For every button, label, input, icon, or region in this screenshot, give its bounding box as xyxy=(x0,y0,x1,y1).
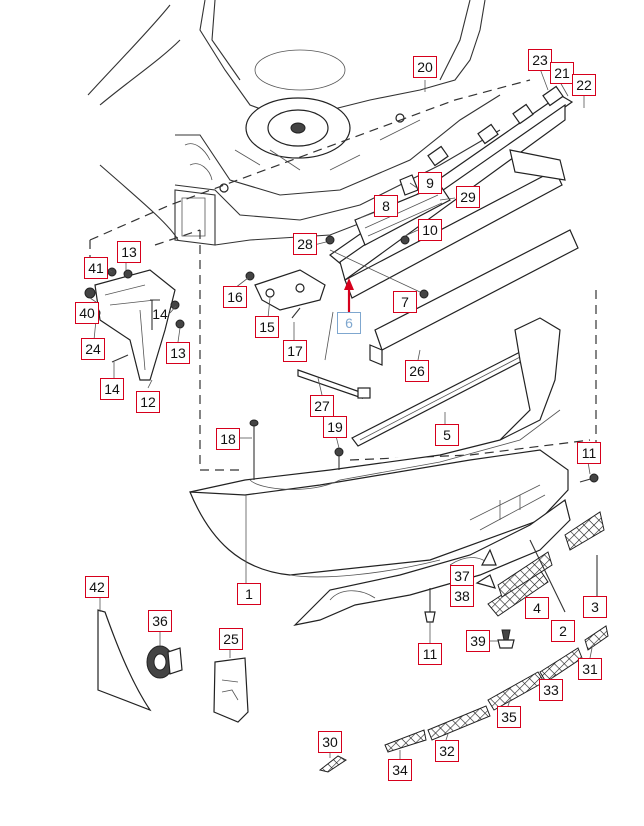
arrow-6 xyxy=(344,278,354,312)
callout-19[interactable]: 19 xyxy=(323,416,347,438)
callout-32[interactable]: 32 xyxy=(435,740,459,762)
callout-2[interactable]: 2 xyxy=(551,620,575,642)
callout-20[interactable]: 20 xyxy=(413,56,437,78)
callout-41[interactable]: 41 xyxy=(84,257,108,279)
callout-9[interactable]: 9 xyxy=(418,172,442,194)
callout-21[interactable]: 21 xyxy=(550,62,574,84)
callout-13-bottom[interactable]: 13 xyxy=(166,342,190,364)
callout-35[interactable]: 35 xyxy=(497,706,521,728)
callout-11-bottom[interactable]: 11 xyxy=(418,643,442,665)
callout-25[interactable]: 25 xyxy=(219,628,243,650)
center-guide-bracket xyxy=(245,235,335,319)
callout-18[interactable]: 18 xyxy=(216,428,240,450)
callout-24[interactable]: 24 xyxy=(81,338,105,360)
callout-42[interactable]: 42 xyxy=(85,576,109,598)
callout-33[interactable]: 33 xyxy=(539,679,563,701)
callout-38[interactable]: 38 xyxy=(450,585,474,607)
callout-37[interactable]: 37 xyxy=(450,565,474,587)
callout-40[interactable]: 40 xyxy=(75,302,99,324)
callout-34[interactable]: 34 xyxy=(388,759,412,781)
callout-39[interactable]: 39 xyxy=(466,630,490,652)
callout-22[interactable]: 22 xyxy=(572,74,596,96)
callout-3[interactable]: 3 xyxy=(583,596,607,618)
side-grilles xyxy=(475,511,605,617)
callout-30[interactable]: 30 xyxy=(318,731,342,753)
callout-36[interactable]: 36 xyxy=(148,610,172,632)
callout-16[interactable]: 16 xyxy=(223,286,247,308)
callout-1[interactable]: 1 xyxy=(237,583,261,605)
callout-28[interactable]: 28 xyxy=(293,233,317,255)
callout-23[interactable]: 23 xyxy=(528,49,552,71)
callout-17[interactable]: 17 xyxy=(283,340,307,362)
lower-mesh-strips xyxy=(318,625,609,773)
callout-26[interactable]: 26 xyxy=(405,360,429,382)
callout-29[interactable]: 29 xyxy=(456,186,480,208)
cable-tie xyxy=(297,311,371,399)
callout-5[interactable]: 5 xyxy=(435,424,459,446)
clip-39 xyxy=(497,629,515,649)
left-side-bracket xyxy=(84,267,185,381)
callout-14-upper[interactable]: 14 xyxy=(152,306,168,322)
callout-13-top[interactable]: 13 xyxy=(117,241,141,263)
screw-7-line xyxy=(329,249,421,293)
fasteners xyxy=(249,419,599,623)
callout-15[interactable]: 15 xyxy=(255,316,279,338)
callout-11-right[interactable]: 11 xyxy=(577,442,601,464)
right-mount-bracket xyxy=(354,174,451,246)
callout-14-lower[interactable]: 14 xyxy=(100,378,124,400)
callout-8[interactable]: 8 xyxy=(374,195,398,217)
callout-12[interactable]: 12 xyxy=(136,391,160,413)
callout-27[interactable]: 27 xyxy=(310,395,334,417)
callout-7[interactable]: 7 xyxy=(393,291,417,313)
protective-film xyxy=(97,609,152,712)
bumper-cover xyxy=(189,317,569,578)
vehicle-rear-body xyxy=(87,0,531,246)
callout-4[interactable]: 4 xyxy=(525,597,549,619)
screw-7 xyxy=(419,289,429,299)
callout-10[interactable]: 10 xyxy=(418,219,442,241)
callout-6[interactable]: 6 xyxy=(337,312,361,334)
callout-31[interactable]: 31 xyxy=(578,658,602,680)
adhesive-tape-roll xyxy=(146,645,183,679)
